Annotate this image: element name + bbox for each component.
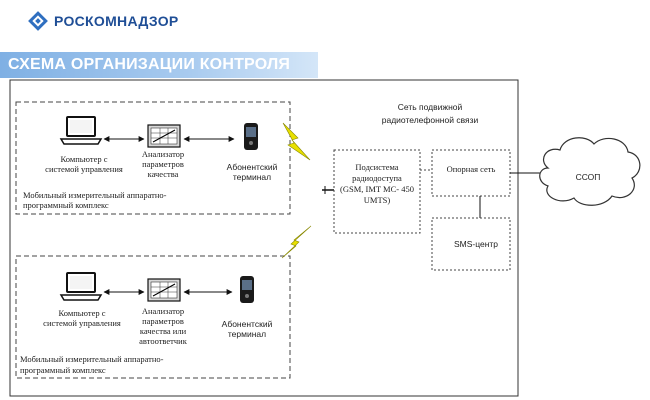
radio-access-box xyxy=(333,149,421,234)
title-bar: СХЕМА ОРГАНИЗАЦИИ КОНТРОЛЯ xyxy=(0,52,318,78)
analyzer-label-line4: автоответчик xyxy=(139,336,188,346)
laptop-icon xyxy=(59,272,103,301)
computer-label-line1: Компьютер с xyxy=(58,308,105,318)
roskomnadzor-logo: РОСКОМНАДЗОР xyxy=(28,10,179,32)
logo-text: РОСКОМНАДЗОР xyxy=(54,13,179,29)
radio-access-line3: (GSM, IMT MC- 450 xyxy=(340,184,414,194)
laptop-icon xyxy=(59,116,103,145)
analyzer-icon xyxy=(147,124,181,148)
analyzer-label-line3: качества или xyxy=(140,326,187,336)
complex-label-line1: Мобильный измерительный аппаратно- xyxy=(20,354,164,364)
core-network-label: Опорная сеть xyxy=(447,164,496,174)
sms-center-box xyxy=(431,217,511,271)
ssop-label: ССОП xyxy=(576,172,601,182)
page-title: СХЕМА ОРГАНИЗАЦИИ КОНТРОЛЯ xyxy=(8,56,291,73)
analyzer-label-line1: Анализатор xyxy=(142,149,184,159)
radio-access-line4: UMTS) xyxy=(364,195,391,205)
computer-label-line1: Компьютер с xyxy=(60,154,107,164)
ssop-cloud-icon xyxy=(539,137,641,206)
mobile-phone-icon xyxy=(244,123,258,150)
analyzer-label-line3: качества xyxy=(148,169,179,179)
terminal-label-line1: Абонентский xyxy=(227,162,278,172)
mobile-phone-icon xyxy=(240,276,254,303)
network-label-line1: Сеть подвижной xyxy=(398,102,463,112)
complex-label-line2: программный комплекс xyxy=(20,365,106,375)
computer-label-line2: системой управления xyxy=(45,164,123,174)
analyzer-label-line2: параметров xyxy=(142,316,184,326)
sms-center-label: SMS-центр xyxy=(454,239,498,249)
complex-label-line1: Мобильный измерительный аппаратно- xyxy=(23,190,167,200)
analyzer-label-line1: Анализатор xyxy=(142,306,184,316)
complex-bottom-box xyxy=(15,255,291,379)
computer-label-line2: системой управления xyxy=(43,318,121,328)
radio-link-lightning-icon xyxy=(281,225,312,259)
outer-frame xyxy=(9,79,519,397)
analyzer-icon xyxy=(147,278,181,302)
complex-label-line2: программный комплекс xyxy=(23,200,109,210)
network-label-line2: радиотелефонной связи xyxy=(382,115,479,125)
logo-emblem-icon xyxy=(28,11,48,31)
radio-access-line1: Подсистема xyxy=(355,162,398,172)
analyzer-label-line2: параметров xyxy=(142,159,184,169)
terminal-label-line1: Абонентский xyxy=(222,319,273,329)
terminal-label-line2: терминал xyxy=(228,329,266,339)
radio-access-line2: радиодоступа xyxy=(352,173,402,183)
complex-top-box xyxy=(15,101,291,215)
terminal-label-line2: терминал xyxy=(233,172,271,182)
radio-link-lightning-icon xyxy=(282,122,311,161)
